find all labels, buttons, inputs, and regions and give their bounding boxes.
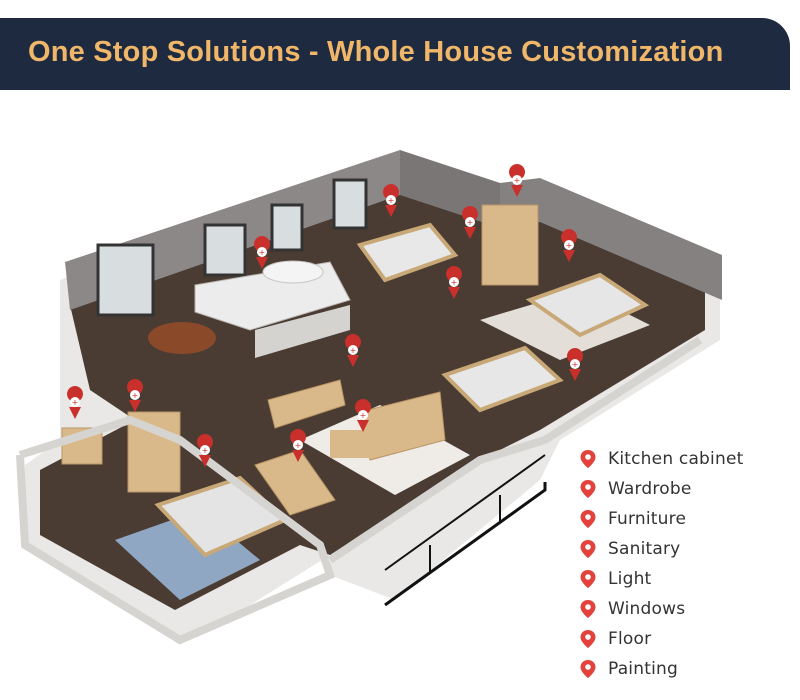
legend-item-painting: Painting bbox=[580, 654, 790, 684]
wardrobe-top bbox=[481, 204, 539, 286]
window-mid2 bbox=[270, 203, 304, 252]
bed-middle bbox=[441, 345, 564, 413]
window-mid bbox=[203, 223, 247, 277]
pin-marker-icon: + bbox=[67, 386, 84, 419]
legend-label: Painting bbox=[608, 659, 678, 679]
balcony-railing bbox=[384, 482, 547, 607]
pin-marker-icon: + bbox=[567, 348, 584, 381]
svg-text:+: + bbox=[202, 446, 209, 455]
legend-item-windows: Windows bbox=[580, 594, 790, 624]
bed-top bbox=[356, 222, 459, 283]
legend-label: Kitchen cabinet bbox=[608, 449, 744, 469]
legend-label: Floor bbox=[608, 629, 652, 649]
pin-marker-icon: + bbox=[254, 236, 271, 269]
dining-table bbox=[148, 322, 216, 354]
legend-item-furniture: Furniture bbox=[580, 504, 790, 534]
pin-marker-icon: + bbox=[383, 184, 400, 217]
location-pin-icon bbox=[580, 510, 596, 528]
sofa-left bbox=[267, 379, 346, 429]
header-banner: One Stop Solutions - Whole House Customi… bbox=[0, 18, 790, 90]
pin-marker-icon: + bbox=[561, 229, 578, 262]
svg-text:+: + bbox=[514, 176, 521, 185]
kitchen-island bbox=[255, 305, 350, 358]
legend-list: Kitchen cabinet Wardrobe Furniture Sanit… bbox=[580, 444, 790, 684]
legend-label: Wardrobe bbox=[608, 479, 692, 499]
location-pin-icon bbox=[580, 630, 596, 648]
bathtub bbox=[262, 260, 324, 284]
pin-marker-icon: + bbox=[446, 266, 463, 299]
svg-text:+: + bbox=[295, 441, 302, 450]
tv-stand bbox=[254, 449, 336, 516]
page-title: One Stop Solutions - Whole House Customi… bbox=[28, 36, 724, 68]
legend-label: Furniture bbox=[608, 509, 687, 529]
location-pin-icon bbox=[580, 540, 596, 558]
location-pin-icon bbox=[580, 570, 596, 588]
svg-text:+: + bbox=[360, 411, 367, 420]
window-left bbox=[96, 243, 155, 317]
location-pin-icon bbox=[580, 480, 596, 498]
location-pin-icon bbox=[580, 600, 596, 618]
front-wall-left bbox=[16, 415, 335, 645]
coffee-table bbox=[330, 430, 375, 458]
legend-label: Sanitary bbox=[608, 539, 681, 559]
location-pin-icon bbox=[580, 450, 596, 468]
bed-right bbox=[525, 272, 650, 338]
svg-text:+: + bbox=[350, 346, 357, 355]
svg-text:+: + bbox=[72, 398, 79, 407]
legend-item-wardrobe: Wardrobe bbox=[580, 474, 790, 504]
window-right bbox=[332, 178, 368, 230]
svg-text:+: + bbox=[388, 196, 395, 205]
pin-marker-icon: + bbox=[509, 164, 526, 197]
legend-item-kitchen-cabinet: Kitchen cabinet bbox=[580, 444, 790, 474]
scene-pins: + + + + + + + + + + + + + bbox=[67, 164, 584, 467]
legend-item-floor: Floor bbox=[580, 624, 790, 654]
svg-text:+: + bbox=[467, 218, 474, 227]
front-wall-right bbox=[327, 336, 703, 564]
svg-text:+: + bbox=[566, 241, 573, 250]
pin-marker-icon: + bbox=[345, 334, 362, 367]
svg-text:+: + bbox=[132, 391, 139, 400]
back-wall-bedroom bbox=[500, 178, 722, 300]
legend-item-light: Light bbox=[580, 564, 790, 594]
pin-marker-icon: + bbox=[355, 399, 372, 432]
pin-marker-icon: + bbox=[290, 429, 307, 462]
location-pin-icon bbox=[580, 660, 596, 678]
legend-item-sanitary: Sanitary bbox=[580, 534, 790, 564]
legend-label: Light bbox=[608, 569, 652, 589]
pin-marker-icon: + bbox=[127, 379, 144, 412]
pin-marker-icon: + bbox=[197, 434, 214, 467]
svg-text:+: + bbox=[451, 278, 458, 287]
svg-text:+: + bbox=[259, 248, 266, 257]
legend-label: Windows bbox=[608, 599, 686, 619]
svg-text:+: + bbox=[572, 360, 579, 369]
pin-marker-icon: + bbox=[462, 206, 479, 239]
house-floorplan-illustration: + + + + + + + + + + + + + bbox=[16, 150, 722, 645]
